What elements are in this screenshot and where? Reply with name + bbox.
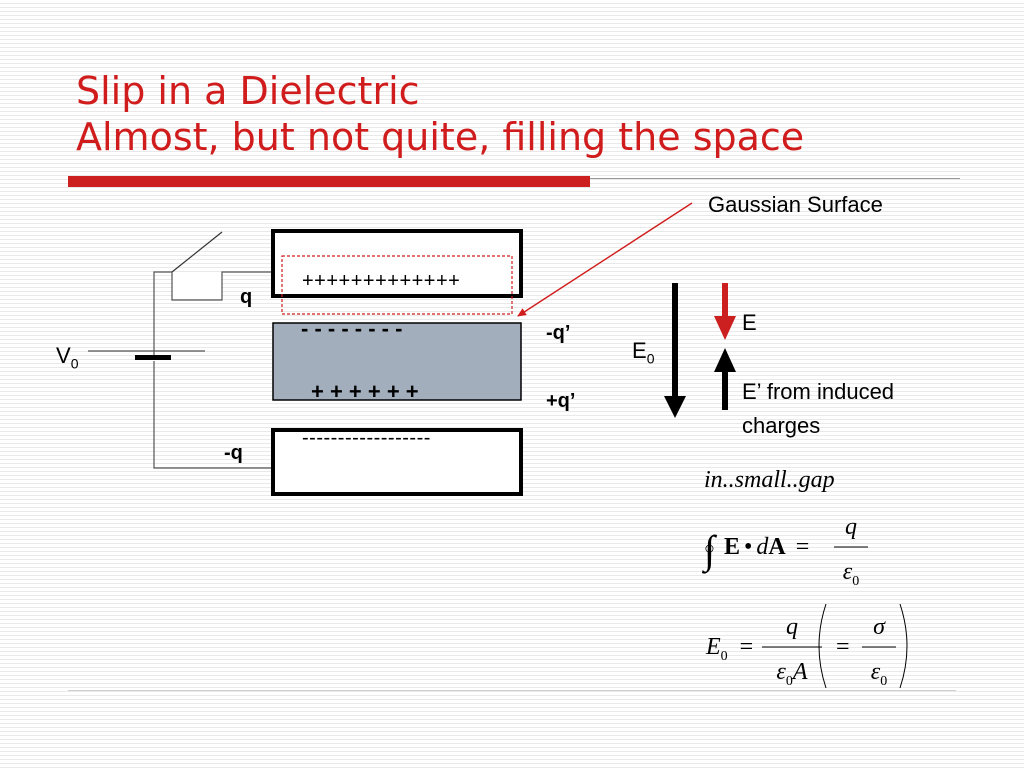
voltage-label: V0 (56, 343, 79, 372)
top-plate-charges: +++++++++++++ (302, 270, 461, 292)
e0-symbol: E (632, 338, 647, 363)
gauss-E: E (724, 534, 741, 560)
voltage-symbol: V (56, 343, 71, 368)
contour-ring: ○ (704, 538, 715, 558)
bottom-plate-charges: ------------------ (302, 427, 431, 449)
gauss-A: A (768, 534, 786, 560)
gauss-numerator: q (845, 514, 857, 540)
title-line-1: Slip in a Dielectric (76, 69, 420, 113)
title-line-2: Almost, but not quite, filling the space (76, 115, 805, 159)
dielectric-bottom-label: +q’ (546, 390, 576, 412)
bottom-wire (153, 361, 272, 469)
top-plate-charge-label: q (240, 286, 253, 308)
title-accent-rule (68, 176, 590, 187)
e0-numerator: q (786, 614, 798, 640)
e0-den-epsilon: ε (776, 659, 786, 685)
battery-short-plate (135, 355, 171, 360)
e0-eq-equals: = (739, 634, 754, 660)
e0-label: E0 (632, 338, 655, 367)
gauss-d: d (756, 534, 769, 560)
bottom-plate (271, 428, 523, 496)
switch-lever (171, 231, 223, 273)
induced-arrow-head (714, 348, 736, 372)
paren-equals: = (836, 634, 850, 660)
sigma-denominator: ε0 (862, 660, 896, 689)
induced-field-label-line2: charges (742, 413, 821, 438)
title-gray-rule (590, 178, 960, 179)
e0-eq-E: E (706, 634, 721, 660)
bottom-plate-charge-label: -q (224, 442, 243, 464)
induced-field-label-line1: E’ from induced (742, 379, 895, 404)
voltage-subscript: 0 (70, 355, 79, 372)
gaussian-surface-label: Gaussian Surface (708, 192, 883, 217)
top-plate (271, 229, 523, 298)
sigma-den-subscript: 0 (880, 673, 888, 689)
e0-den-A: A (792, 659, 808, 685)
right-paren (899, 603, 908, 689)
gauss-equals: = (795, 534, 810, 560)
footer-rule (68, 690, 956, 691)
slide-title: Slip in a Dielectric Almost, but not qui… (76, 68, 804, 160)
dielectric-bottom-charges: + + + + + + (311, 379, 419, 404)
e0-subscript: 0 (646, 350, 655, 367)
gaussian-pointer-arrow (517, 202, 693, 317)
circuit-wires (88, 271, 272, 469)
e0-denominator: ε0A (762, 660, 822, 689)
dielectric-slab (272, 322, 522, 401)
gauss-epsilon-subscript: 0 (852, 573, 860, 589)
gauss-epsilon: ε (842, 559, 853, 585)
left-paren (818, 603, 827, 689)
sigma-den-epsilon: ε (870, 659, 881, 685)
condition-text: in..small..gap (704, 467, 835, 493)
gaussian-surface (281, 255, 513, 315)
top-wire (153, 271, 272, 355)
sigma-numerator: σ (873, 614, 885, 640)
dielectric-top-label: -q’ (546, 322, 571, 344)
integral-sign: ∫ (704, 527, 715, 572)
e0-den-subscript: 0 (785, 673, 793, 689)
e0-eq-subscript: 0 (720, 648, 728, 664)
e0-arrow-head (664, 396, 686, 418)
e0-equation-lhs: E0 = (706, 635, 753, 664)
gauss-dot: • (744, 534, 753, 560)
gauss-lhs: E•dA = (724, 535, 809, 559)
e-field-label: E (742, 310, 757, 335)
dielectric-top-charges: - - - - - - - - (301, 316, 403, 341)
e-arrow-head (714, 316, 736, 340)
switch-gap (173, 273, 221, 299)
gauss-denominator: ε0 (834, 560, 868, 589)
open-switch (171, 231, 223, 273)
